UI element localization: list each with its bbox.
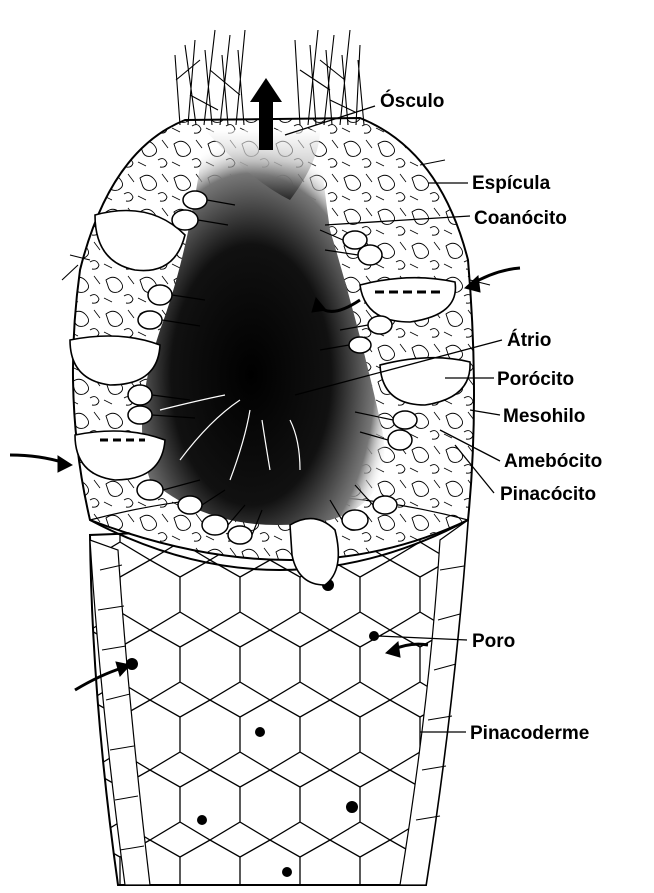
pore [255, 727, 265, 737]
label-pinacocito: Pinacócito [500, 484, 596, 505]
pinacoderm-body [90, 520, 468, 885]
pore [369, 631, 379, 641]
label-atrio: Átrio [507, 329, 551, 351]
label-pinacoderme: Pinacoderme [470, 723, 589, 744]
pore [197, 815, 207, 825]
label-mesohilo: Mesohilo [503, 406, 585, 427]
pore [282, 867, 292, 877]
label-porocito: Porócito [497, 369, 574, 390]
label-osculo: Ósculo [380, 90, 444, 112]
label-coanocito: Coanócito [474, 208, 567, 229]
label-espicula: Espícula [472, 173, 551, 194]
pore [346, 801, 358, 813]
label-poro: Poro [472, 631, 515, 652]
pore [126, 658, 138, 670]
label-amebocito: Amebócito [504, 451, 602, 472]
